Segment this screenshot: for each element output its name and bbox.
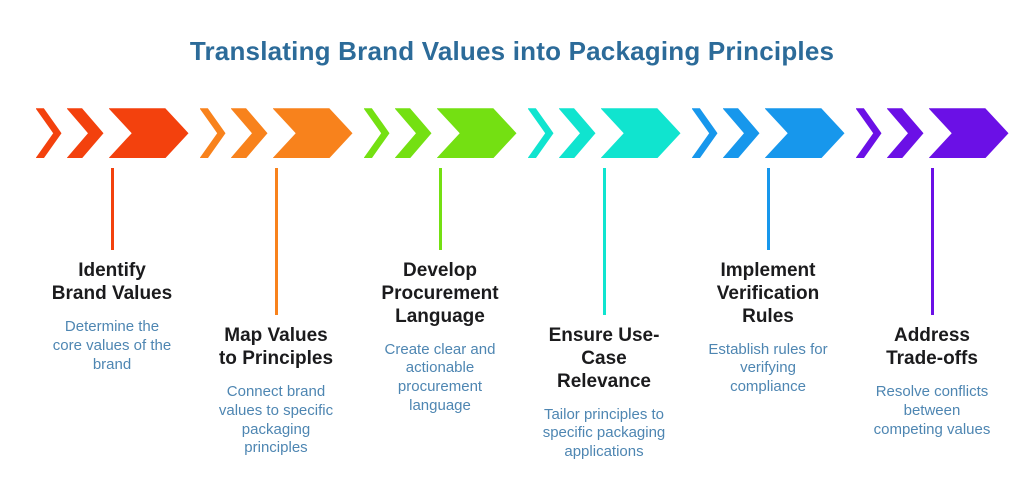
chevron-small-icon	[855, 108, 882, 159]
chevron-small-icon	[363, 108, 390, 159]
step-title: Implement Verification Rules	[716, 260, 820, 327]
chevron-arrow-icon	[35, 108, 189, 159]
chevron-medium-icon	[558, 108, 596, 159]
chevron-large-icon	[928, 108, 1009, 159]
connector-line	[438, 168, 442, 251]
step-column-implement-verification-rules: Implement Verification Rules Establish r…	[686, 108, 850, 462]
step-column-identify-brand-values: Identify Brand Values Determine the core…	[30, 108, 194, 462]
step-title: Ensure Use- Case Relevance	[548, 325, 660, 392]
chevron-medium-icon	[722, 108, 760, 159]
chevron-medium-icon	[66, 108, 104, 159]
chevron-small-icon	[199, 108, 226, 159]
step-column-ensure-use-case-relevance: Ensure Use- Case Relevance Tailor princi…	[522, 108, 686, 462]
chevron-arrow-icon	[691, 108, 845, 159]
connector-line	[274, 168, 278, 316]
chevron-arrow-icon	[855, 108, 1009, 159]
step-description: Tailor principles to specific packaging …	[542, 405, 666, 461]
step-title: Develop Procurement Language	[381, 260, 499, 327]
connector-line	[110, 168, 114, 251]
chevron-arrow-icon	[527, 108, 681, 159]
step-description: Establish rules for verifying compliance	[708, 340, 828, 396]
chevron-small-icon	[35, 108, 62, 159]
step-description: Connect brand values to specific packagi…	[218, 382, 334, 457]
chevron-medium-icon	[394, 108, 432, 159]
step-description: Create clear and actionable procurement …	[384, 340, 496, 415]
chevron-large-icon	[272, 108, 353, 159]
chevron-medium-icon	[886, 108, 924, 159]
step-title: Map Values to Principles	[218, 325, 334, 369]
step-column-address-trade-offs: Address Trade-offs Resolve conflicts bet…	[850, 108, 1014, 462]
chevron-large-icon	[600, 108, 681, 159]
chevron-arrow-icon	[199, 108, 353, 159]
chevron-medium-icon	[230, 108, 268, 159]
chevron-arrow-icon	[363, 108, 517, 159]
chevron-small-icon	[527, 108, 554, 159]
chevron-large-icon	[108, 108, 189, 159]
chevron-large-icon	[764, 108, 845, 159]
step-description: Determine the core values of the brand	[52, 317, 172, 373]
step-column-develop-procurement-language: Develop Procurement Language Create clea…	[358, 108, 522, 462]
step-description: Resolve conflicts between competing valu…	[873, 382, 991, 438]
connector-line	[930, 168, 934, 316]
steps-row: Identify Brand Values Determine the core…	[0, 108, 1024, 462]
connector-line	[602, 168, 606, 316]
connector-line	[766, 168, 770, 251]
step-column-map-values-to-principles: Map Values to Principles Connect brand v…	[194, 108, 358, 462]
page-title: Translating Brand Values into Packaging …	[189, 36, 835, 66]
chevron-small-icon	[691, 108, 718, 159]
step-title: Address Trade-offs	[886, 325, 978, 369]
step-title: Identify Brand Values	[51, 260, 173, 304]
chevron-large-icon	[436, 108, 517, 159]
